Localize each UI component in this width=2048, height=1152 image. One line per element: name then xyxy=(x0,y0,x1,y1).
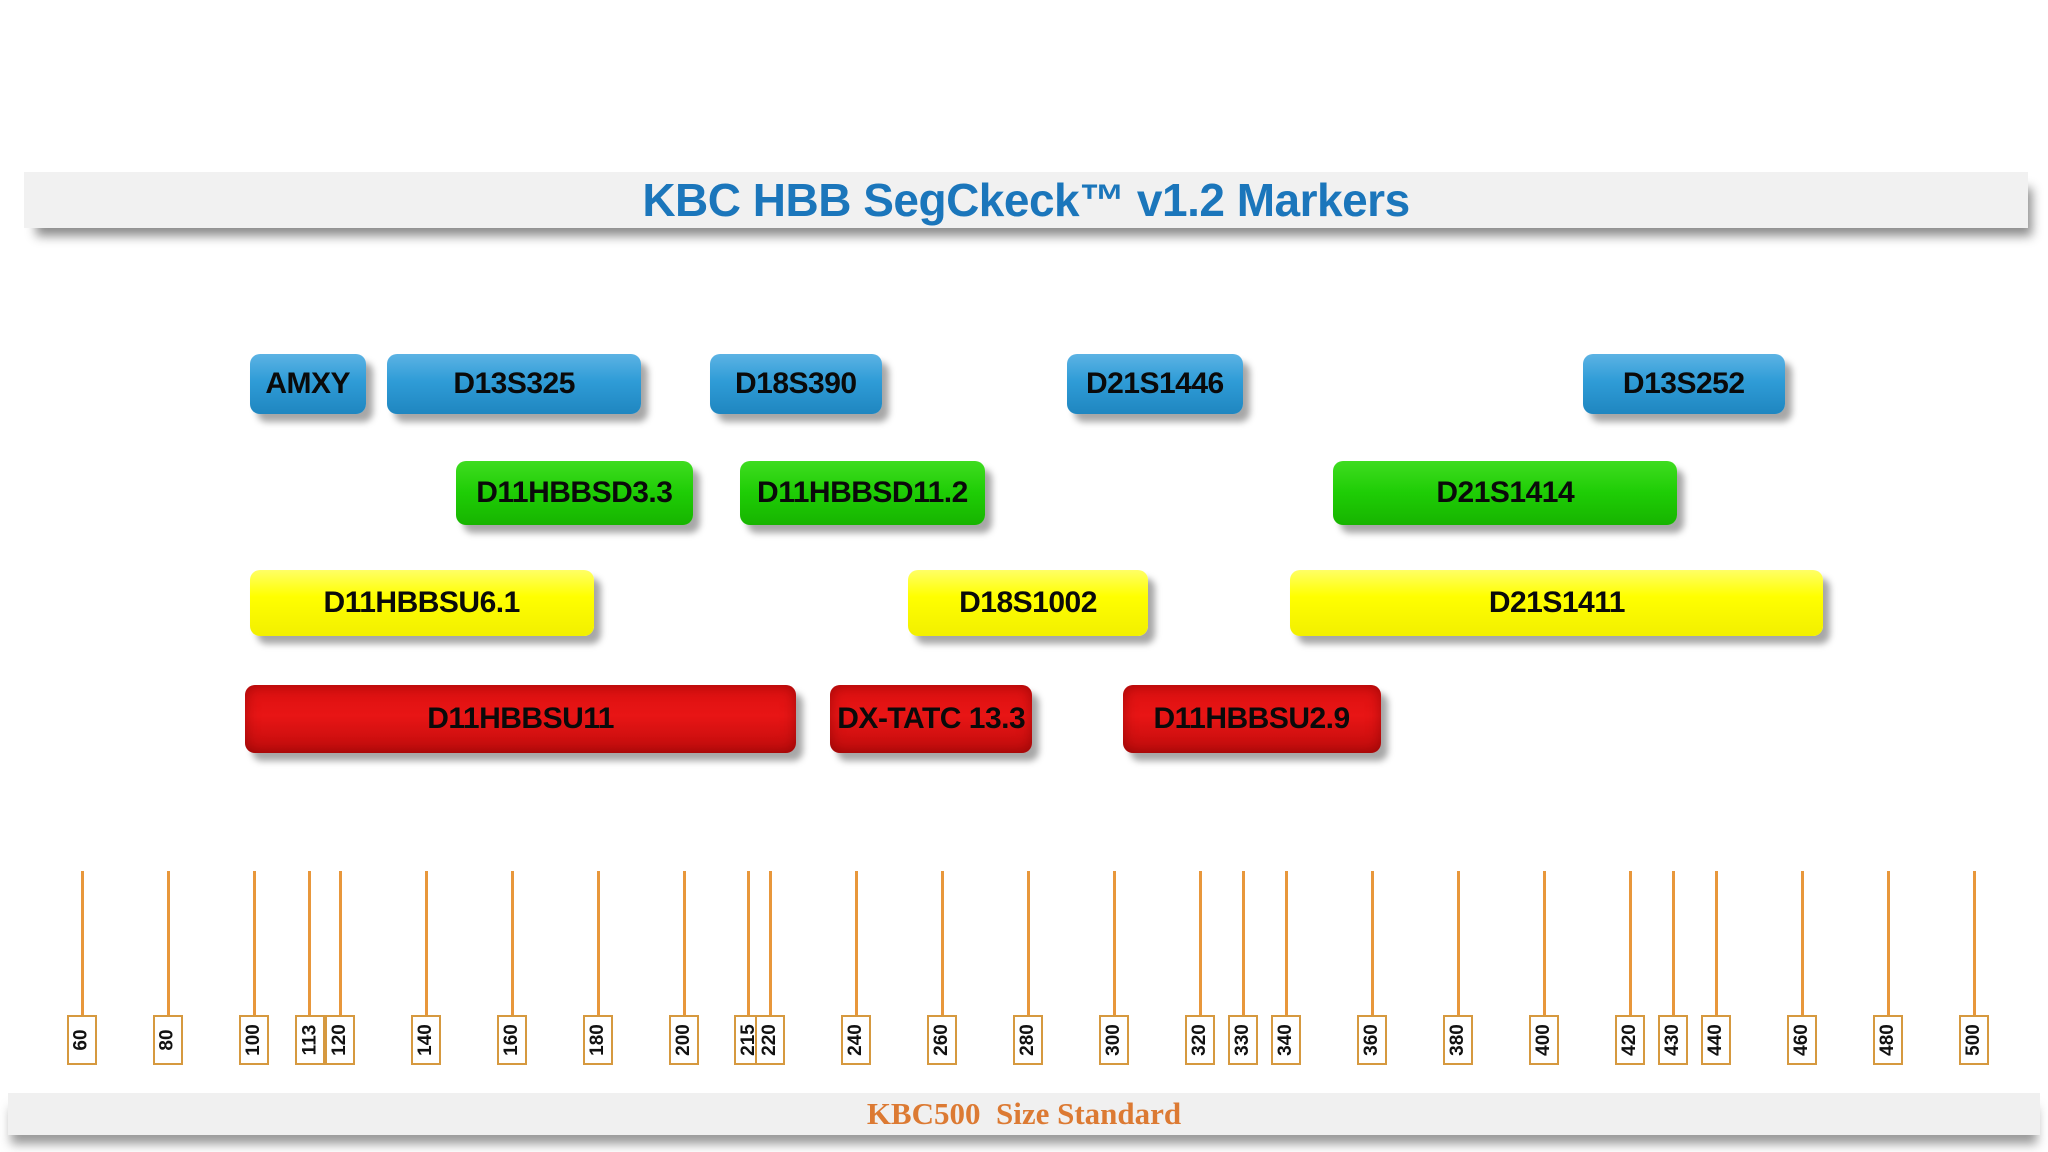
tick-label-text: 320 xyxy=(1189,1024,1211,1056)
tick-label-text: 113 xyxy=(298,1024,320,1056)
marker-d13s252: D13S252 xyxy=(1582,354,1785,414)
tick-line-60 xyxy=(80,871,84,1015)
marker-d18s390: D18S390 xyxy=(709,354,882,414)
tick-label-text: 360 xyxy=(1361,1024,1383,1056)
tick-label-200: 200 xyxy=(669,1015,699,1065)
marker-d11hbbsu6.1: D11HBBSU6.1 xyxy=(249,570,594,636)
size-standard-label: KBC500 Size Standard xyxy=(866,1096,1182,1131)
tick-line-80 xyxy=(166,871,170,1015)
tick-label-240: 240 xyxy=(841,1015,871,1065)
tick-label-400: 400 xyxy=(1529,1015,1559,1065)
tick-label-text: 80 xyxy=(156,1029,178,1051)
tick-label-text: 220 xyxy=(759,1024,781,1056)
tick-label-text: 440 xyxy=(1705,1024,1727,1056)
marker-d21s1446: D21S1446 xyxy=(1066,354,1243,414)
tick-label-100: 100 xyxy=(239,1015,269,1065)
page-title: KBC HBB SegCkeck™ v1.2 Markers xyxy=(642,174,1410,226)
tick-line-215 xyxy=(747,871,750,1015)
marker-dx-tatc-13.3: DX-TATC 13.3 xyxy=(830,685,1033,753)
tick-label-text: 400 xyxy=(1533,1024,1555,1056)
tick-label-text: 480 xyxy=(1877,1024,1899,1056)
tick-line-430 xyxy=(1671,871,1675,1015)
tick-label-220: 220 xyxy=(755,1015,785,1065)
tick-label-280: 280 xyxy=(1013,1015,1043,1065)
tick-label-120: 120 xyxy=(325,1015,355,1065)
tick-line-113 xyxy=(308,871,312,1015)
marker-d11hbbsu2.9: D11HBBSU2.9 xyxy=(1122,685,1381,753)
tick-line-300 xyxy=(1112,871,1116,1015)
tick-label-text: 420 xyxy=(1619,1024,1641,1056)
marker-amxy: AMXY xyxy=(249,354,366,414)
tick-label-460: 460 xyxy=(1787,1015,1817,1065)
marker-d13s325: D13S325 xyxy=(387,354,641,414)
tick-line-220 xyxy=(768,871,772,1015)
tick-label-260: 260 xyxy=(927,1015,957,1065)
tick-label-text: 180 xyxy=(587,1024,609,1056)
marker-d21s1411: D21S1411 xyxy=(1290,570,1824,636)
tick-line-180 xyxy=(596,871,600,1015)
tick-label-text: 140 xyxy=(415,1024,437,1056)
tick-label-text: 280 xyxy=(1017,1024,1039,1056)
tick-label-text: 380 xyxy=(1447,1024,1469,1056)
tick-line-140 xyxy=(424,871,428,1015)
tick-label-text: 500 xyxy=(1963,1024,1985,1056)
marker-d11hbbsd3.3: D11HBBSD3.3 xyxy=(456,461,693,525)
tick-label-80: 80 xyxy=(153,1015,183,1065)
tick-label-text: 260 xyxy=(931,1024,953,1056)
marker-d18s1002: D18S1002 xyxy=(907,570,1149,636)
tick-label-113: 113 xyxy=(294,1015,325,1065)
tick-line-160 xyxy=(510,871,514,1015)
tick-label-430: 430 xyxy=(1658,1015,1688,1065)
tick-label-text: 460 xyxy=(1791,1024,1813,1056)
tick-label-60: 60 xyxy=(67,1015,97,1065)
title-bar: KBC HBB SegCkeck™ v1.2 Markers xyxy=(24,172,2028,228)
tick-label-text: 200 xyxy=(673,1024,695,1056)
footer-bar: KBC500 Size Standard xyxy=(8,1093,2040,1135)
tick-label-360: 360 xyxy=(1357,1015,1387,1065)
tick-label-340: 340 xyxy=(1271,1015,1301,1065)
tick-line-320 xyxy=(1198,871,1202,1015)
tick-line-260 xyxy=(940,871,944,1015)
tick-label-text: 240 xyxy=(845,1024,867,1056)
marker-d11hbbsd11.2: D11HBBSD11.2 xyxy=(739,461,985,525)
marker-d21s1414: D21S1414 xyxy=(1333,461,1678,525)
marker-d11hbbsu11: D11HBBSU11 xyxy=(245,685,796,753)
tick-label-500: 500 xyxy=(1959,1015,1989,1065)
tick-line-420 xyxy=(1628,871,1632,1015)
tick-label-320: 320 xyxy=(1185,1015,1215,1065)
tick-line-480 xyxy=(1886,871,1890,1015)
tick-label-text: 340 xyxy=(1275,1024,1297,1056)
tick-line-280 xyxy=(1026,871,1030,1015)
tick-line-330 xyxy=(1241,871,1245,1015)
tick-line-440 xyxy=(1714,871,1718,1015)
tick-line-240 xyxy=(854,871,858,1015)
tick-label-text: 120 xyxy=(329,1024,351,1056)
tick-label-text: 330 xyxy=(1232,1024,1254,1056)
tick-label-text: 430 xyxy=(1662,1024,1684,1056)
tick-line-120 xyxy=(338,871,342,1015)
tick-label-420: 420 xyxy=(1615,1015,1645,1065)
tick-line-360 xyxy=(1370,871,1374,1015)
tick-label-330: 330 xyxy=(1228,1015,1258,1065)
tick-line-100 xyxy=(252,871,256,1015)
tick-label-text: 300 xyxy=(1103,1024,1125,1056)
tick-label-140: 140 xyxy=(411,1015,441,1065)
tick-line-400 xyxy=(1542,871,1546,1015)
tick-label-text: 60 xyxy=(70,1029,92,1051)
tick-line-340 xyxy=(1284,871,1288,1015)
tick-label-160: 160 xyxy=(497,1015,527,1065)
tick-label-300: 300 xyxy=(1099,1015,1129,1065)
tick-label-380: 380 xyxy=(1443,1015,1473,1065)
tick-label-180: 180 xyxy=(583,1015,613,1065)
tick-line-200 xyxy=(682,871,686,1015)
tick-label-480: 480 xyxy=(1873,1015,1903,1065)
tick-label-text: 160 xyxy=(501,1024,523,1056)
tick-line-380 xyxy=(1456,871,1460,1015)
tick-label-440: 440 xyxy=(1701,1015,1731,1065)
tick-label-text: 100 xyxy=(243,1024,265,1056)
tick-line-460 xyxy=(1800,871,1804,1015)
tick-line-500 xyxy=(1972,871,1976,1015)
